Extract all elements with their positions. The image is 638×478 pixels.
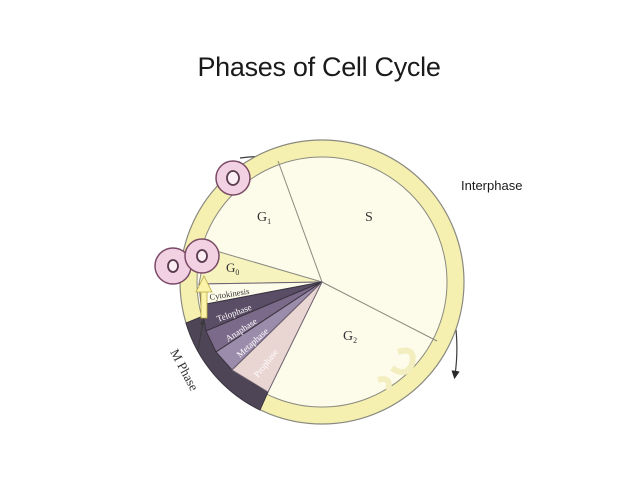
label-g2: G2 xyxy=(343,329,357,345)
divider-g1-s xyxy=(277,160,323,283)
label-g0: G0 xyxy=(226,260,239,277)
cell-icon-right xyxy=(184,238,220,274)
g0-exit-arrow-head xyxy=(195,275,213,293)
slide-title: Phases of Cell Cycle xyxy=(197,52,441,82)
label-m-phase: M Phase xyxy=(167,346,202,393)
faint-mark xyxy=(390,347,416,376)
interphase-label: Interphase xyxy=(461,178,523,193)
g0-exit-arrow-shaft xyxy=(200,289,208,319)
m-phase-arrow xyxy=(197,319,206,351)
wedge-prophase xyxy=(231,281,323,393)
label-g1: G1 xyxy=(257,210,271,226)
cell-icon-top xyxy=(215,160,251,196)
label-s: S xyxy=(365,210,373,225)
divider-s-g2 xyxy=(321,281,438,342)
faint-mark xyxy=(377,376,392,391)
cell-icon-left xyxy=(154,247,192,285)
